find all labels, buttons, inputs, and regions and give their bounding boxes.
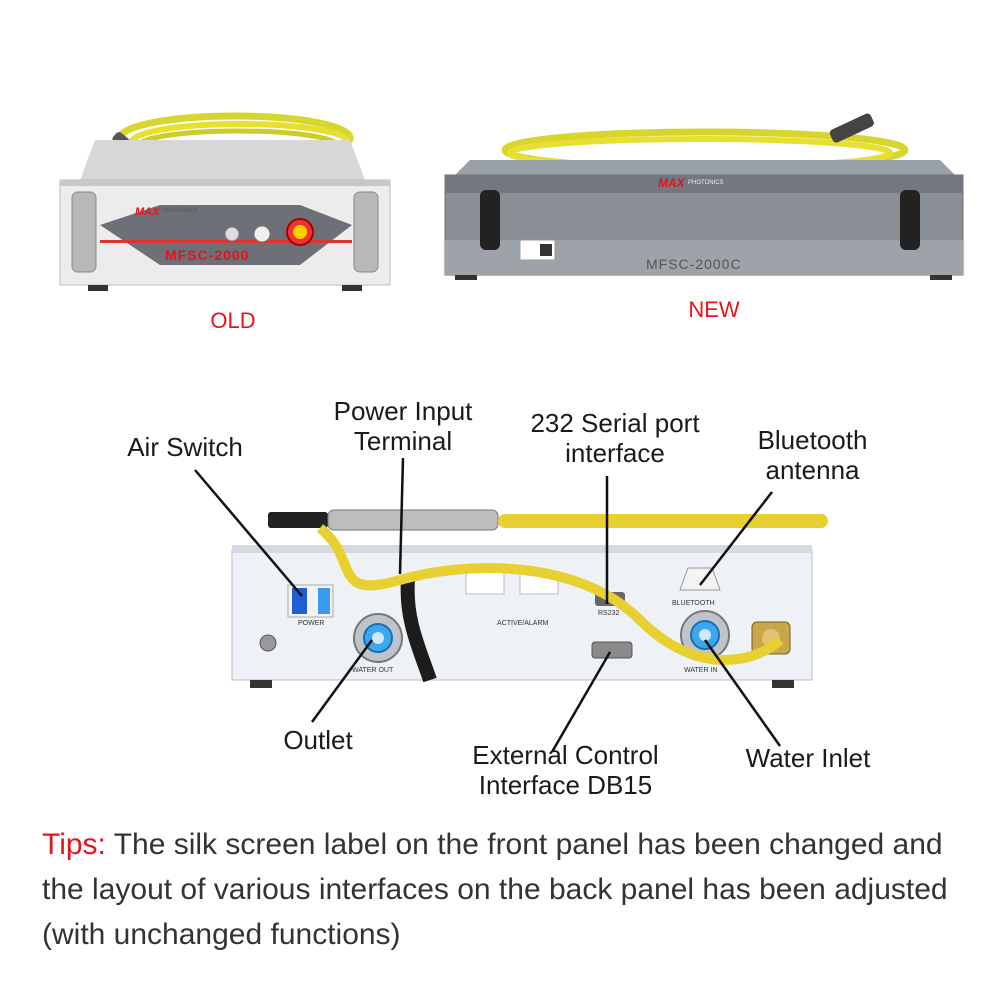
- new-model: MFSC-2000C: [646, 256, 742, 272]
- panel-active-alarm-text: ACTIVE/ALARM: [497, 620, 549, 627]
- new-caption: NEW: [688, 297, 740, 322]
- label-water-inlet: Water Inlet: [745, 743, 871, 773]
- tips-prefix: Tips:: [42, 828, 106, 861]
- new-brand-sub: PHOTONICS: [688, 180, 724, 186]
- old-model: MFSC-2000: [165, 247, 250, 263]
- panel-water-out-text: WATER OUT: [352, 667, 394, 674]
- panel-power-text: POWER: [298, 620, 325, 627]
- old-brand-sub: PHOTONICS: [162, 208, 198, 214]
- callout-lines: [194, 457, 782, 753]
- label-bluetooth: Bluetooth antenna: [757, 425, 868, 485]
- old-caption: OLD: [210, 308, 256, 333]
- new-laser-unit: [444, 113, 964, 280]
- panel-rs232-text: RS232: [598, 610, 620, 617]
- label-outlet: Outlet: [283, 725, 353, 755]
- label-power-input: Power Input Terminal: [333, 396, 473, 456]
- label-external-control: External Control Interface DB15: [472, 740, 659, 800]
- panel-bluetooth-text: BLUETOOTH: [672, 600, 715, 607]
- new-brand: MAX: [658, 176, 685, 190]
- back-panel-unit: [231, 509, 828, 688]
- label-air-switch: Air Switch: [127, 432, 243, 462]
- tips-paragraph: Tips: The silk screen label on the front…: [42, 822, 972, 957]
- old-brand: MAX: [135, 206, 160, 218]
- panel-water-in-text: WATER IN: [684, 667, 718, 674]
- tips-text: The silk screen label on the front panel…: [42, 828, 948, 951]
- label-serial-port: 232 Serial port interface: [530, 408, 700, 468]
- old-laser-unit: [59, 112, 391, 291]
